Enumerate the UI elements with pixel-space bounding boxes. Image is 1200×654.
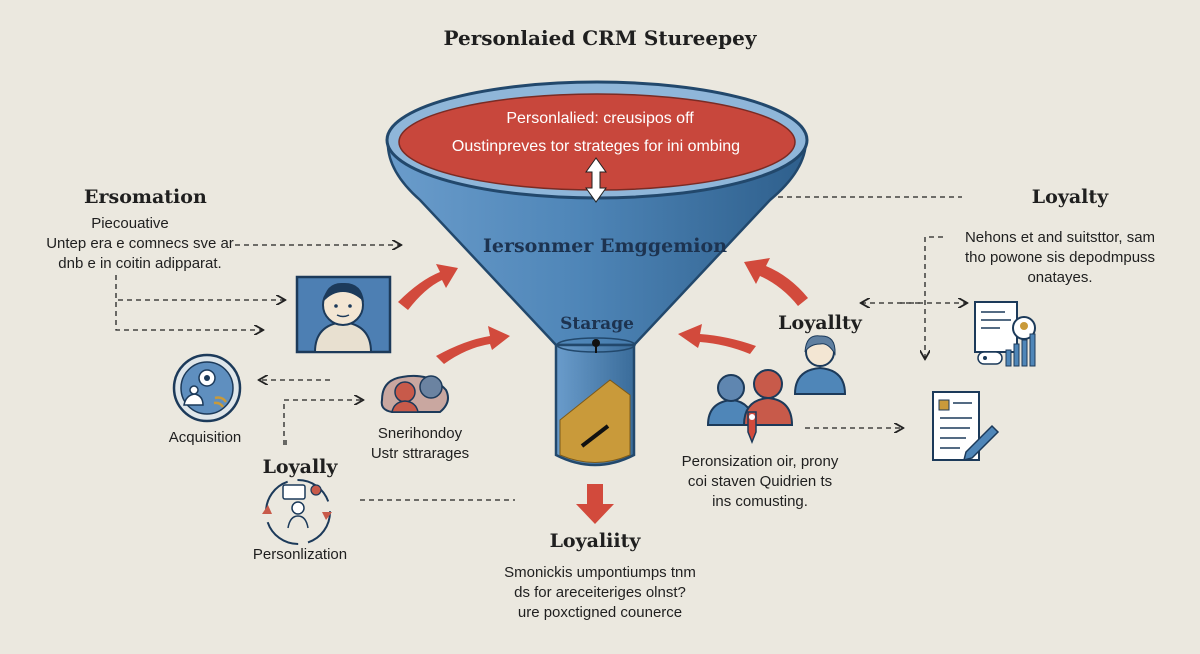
customer-pair-icon: [706, 369, 794, 445]
funnel-lower-label: Starage: [560, 314, 634, 334]
crm-funnel: Personlalied: creusipos off Oustinpreves…: [385, 80, 809, 467]
bottom-block-heading: Loyaliity: [549, 530, 641, 552]
left-block-heading: Ersomation: [84, 186, 207, 208]
neck-slash: [580, 424, 610, 448]
acquisition-globe-icon: [172, 353, 242, 423]
up-down-arrow-icon: [585, 157, 607, 203]
group-label: Snerihondoy Ustr sttrarages: [370, 425, 470, 462]
left-block-text: Piecouative Untep era e comnecs sve ar d…: [46, 215, 234, 272]
red-arrow-1: [398, 264, 458, 310]
group-people-icon: [380, 374, 449, 413]
red-arrow-3: [744, 258, 808, 306]
diagram-title: Personlaied CRM Stureepey: [443, 26, 757, 50]
flow-arrows: [398, 258, 808, 524]
red-arrow-down: [576, 484, 614, 524]
right-top-text: Nehons et and suitsttor, sam tho powone …: [964, 229, 1156, 286]
right-top-heading: Loyalty: [1031, 186, 1109, 208]
dashed-connectors: [115, 196, 966, 501]
rim-text-1: Personlalied: creusipos off: [506, 110, 694, 127]
loyallty-mid-heading: Loyallty: [778, 312, 862, 334]
analytics-dashboard-icon: [974, 301, 1036, 367]
document-pen-icon: [932, 391, 1000, 462]
funnel-middle-label: Iersonmer Emggemion: [483, 235, 727, 257]
red-arrow-4: [678, 324, 756, 354]
funnel-neck-liquid: [559, 379, 631, 463]
personalization-cycle-icon: [262, 479, 332, 545]
keyhole-icon: [592, 339, 600, 353]
loyally-left-heading: Loyally: [262, 456, 338, 478]
right-bottom-text: Peronsization oir, prony coi staven Quid…: [681, 453, 839, 510]
bottom-block-text: Smonickis umpontiumps tnm ds for areceit…: [504, 564, 696, 621]
red-arrow-2: [436, 326, 510, 364]
rim-text-2: Oustinpreves tor strateges for ini ombin…: [452, 138, 740, 155]
acquisition-label: Acquisition: [168, 429, 242, 446]
customer-avatar-icon: [793, 335, 847, 395]
personalization-caption: Personlization: [252, 546, 348, 563]
agent-monitor-icon: [295, 275, 392, 354]
